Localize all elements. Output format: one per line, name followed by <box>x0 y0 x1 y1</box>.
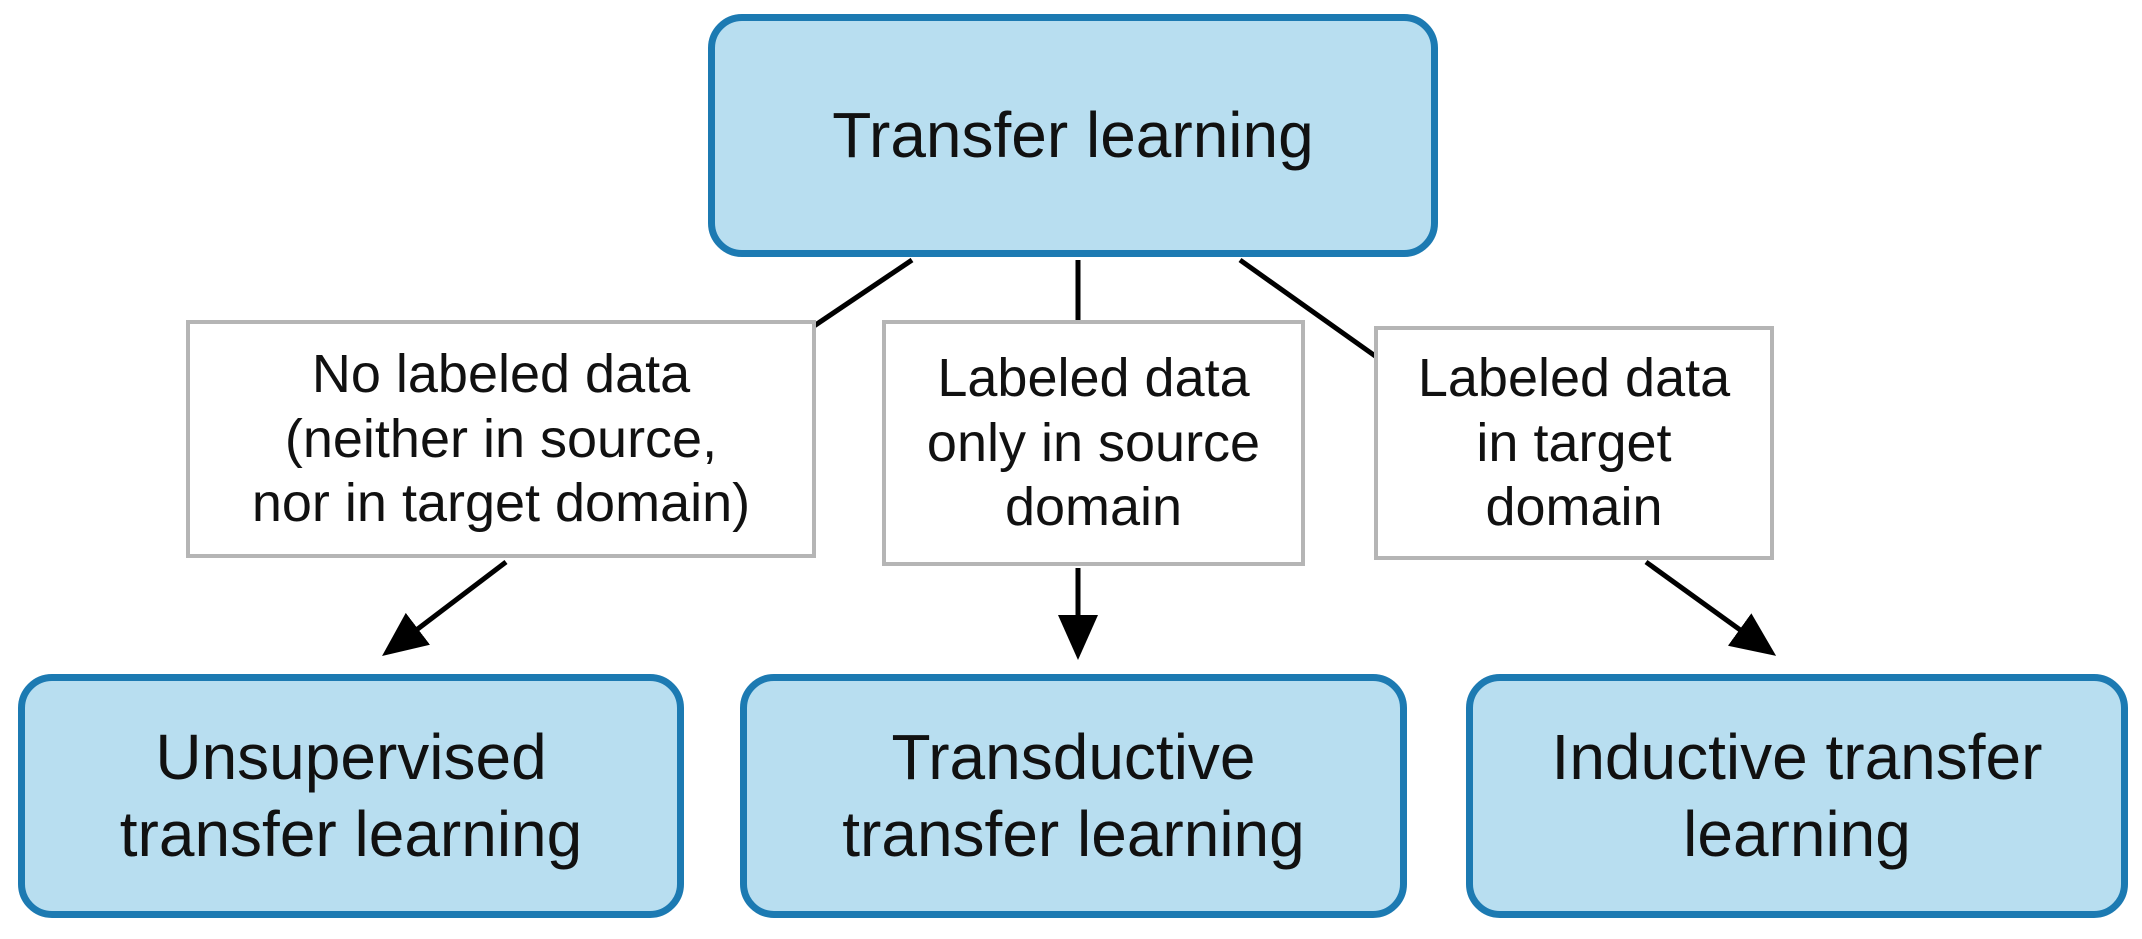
condition-line: only in source <box>926 412 1261 473</box>
condition-line: (neither in source, <box>284 408 718 469</box>
node-line: transfer learning <box>842 798 1305 870</box>
node-line: Transductive <box>891 721 1256 794</box>
node-transductive-transfer-learning-text: Transductive transfer learning <box>842 719 1304 873</box>
condition-labeled-data-target: Labeled data in target domain <box>1374 326 1774 560</box>
condition-labeled-data-target-text: Labeled data in target domain <box>1418 346 1730 540</box>
node-line: Unsupervised <box>155 721 547 794</box>
node-transductive-transfer-learning: Transductive transfer learning <box>740 674 1407 918</box>
node-transfer-learning-label: Transfer learning <box>832 99 1314 172</box>
condition-line: domain <box>1004 477 1183 538</box>
condition-no-labeled-data-text: No labeled data (neither in source, nor … <box>252 342 750 536</box>
node-unsupervised-transfer-learning: Unsupervised transfer learning <box>18 674 684 918</box>
condition-line: No labeled data <box>311 343 691 404</box>
condition-line: Labeled data <box>1417 347 1731 408</box>
arrow-no-labeled-to-unsupervised <box>382 560 508 657</box>
connector-root-to-no-labeled <box>812 257 914 329</box>
node-inductive-transfer-learning: Inductive transfer learning <box>1466 674 2128 918</box>
condition-line: nor in target domain) <box>251 473 751 534</box>
condition-line: Labeled data <box>937 347 1250 408</box>
node-unsupervised-transfer-learning-text: Unsupervised transfer learning <box>120 719 582 873</box>
node-transfer-learning: Transfer learning <box>708 14 1438 257</box>
condition-labeled-data-source-only: Labeled data only in source domain <box>882 320 1305 566</box>
condition-line: in target <box>1476 412 1672 473</box>
condition-no-labeled-data: No labeled data (neither in source, nor … <box>186 320 816 558</box>
arrow-target-labeled-to-inductive <box>1644 559 1777 656</box>
connector-root-to-target-labeled <box>1238 257 1380 361</box>
node-line: Inductive transfer <box>1551 721 2043 794</box>
node-inductive-transfer-learning-text: Inductive transfer learning <box>1552 719 2043 873</box>
condition-line: domain <box>1485 477 1663 538</box>
node-line: learning <box>1683 798 1911 870</box>
condition-labeled-data-source-only-text: Labeled data only in source domain <box>927 346 1260 540</box>
node-line: transfer learning <box>119 798 583 870</box>
